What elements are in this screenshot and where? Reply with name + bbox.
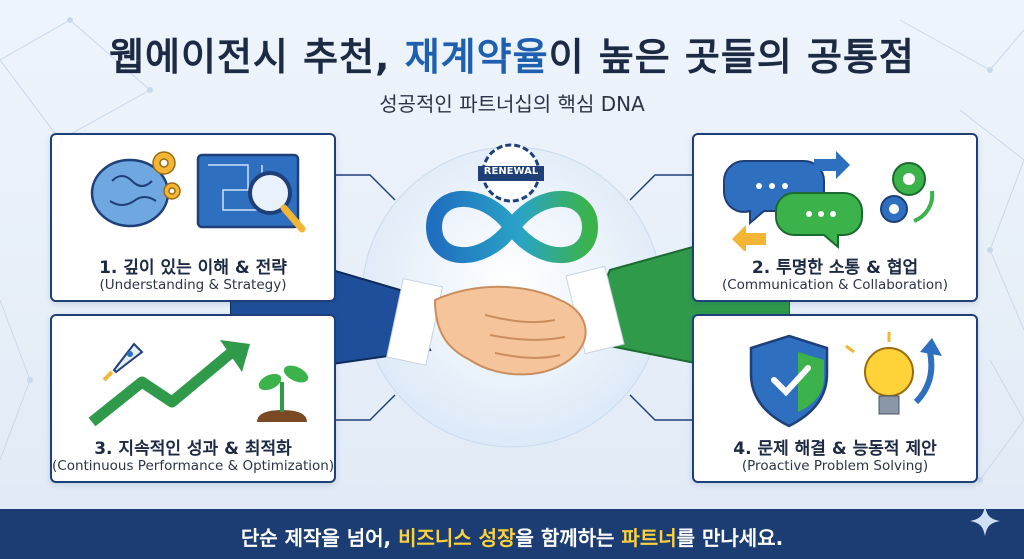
plant-icon xyxy=(257,365,309,422)
card-title: 1. 깊이 있는 이해 & 전략 xyxy=(99,258,287,278)
magnifier-icon xyxy=(248,171,306,233)
gear-icon xyxy=(152,151,181,200)
card-2-illustration xyxy=(722,151,935,251)
card-title: 2. 투명한 소통 & 협업 xyxy=(751,258,919,278)
card-title: 4. 문제 해결 & 능동적 제안 xyxy=(733,439,937,459)
card-subtitle: (Proactive Problem Solving) xyxy=(741,458,929,474)
card-4-illustration xyxy=(749,332,942,428)
card-subtitle: (Communication & Collaboration) xyxy=(721,277,949,293)
card-understanding-strategy: 1. 깊이 있는 이해 & 전략 (Understanding & Strate… xyxy=(50,133,336,302)
infinity-icon xyxy=(425,190,599,264)
arrows-icon xyxy=(732,151,850,251)
renewal-badge-icon xyxy=(478,143,544,203)
sparkle-icon xyxy=(970,506,1000,536)
bottom-banner: 단순 제작을 넘어, 비즈니스 성장을 함께하는 파트너를 만나세요. xyxy=(0,509,1024,559)
banner-text: 단순 제작을 넘어, 비즈니스 성장을 함께하는 파트너를 만나세요. xyxy=(240,526,784,550)
chat-bubbles-icon xyxy=(722,160,863,250)
rocket-icon xyxy=(102,342,144,382)
card-communication-collaboration: 2. 투명한 소통 & 협업 (Communication & Collabor… xyxy=(692,133,978,302)
shield-check-icon xyxy=(749,334,829,428)
card-title: 3. 지속적인 성과 & 최적화 xyxy=(94,439,292,459)
card-subtitle: (Continuous Performance & Optimization) xyxy=(52,458,335,474)
card-subtitle: (Understanding & Strategy) xyxy=(99,277,287,293)
card-continuous-performance: 3. 지속적인 성과 & 최적화 (Continuous Performance… xyxy=(50,314,336,483)
gears-icon xyxy=(880,162,935,223)
growth-arrow-icon xyxy=(88,340,250,427)
card-problem-solving: 4. 문제 해결 & 능동적 제안 (Proactive Problem Sol… xyxy=(692,314,978,483)
up-arrow-icon xyxy=(913,338,942,405)
renewal-badge-label: RENEWAL xyxy=(483,166,539,177)
page-title: 웹에이전시 추천, 재계약율이 높은 곳들의 공통점 xyxy=(109,35,915,79)
card-1-illustration xyxy=(90,151,306,233)
page-subtitle: 성공적인 파트너십의 핵심 DNA xyxy=(379,92,645,116)
card-3-illustration xyxy=(88,340,309,427)
